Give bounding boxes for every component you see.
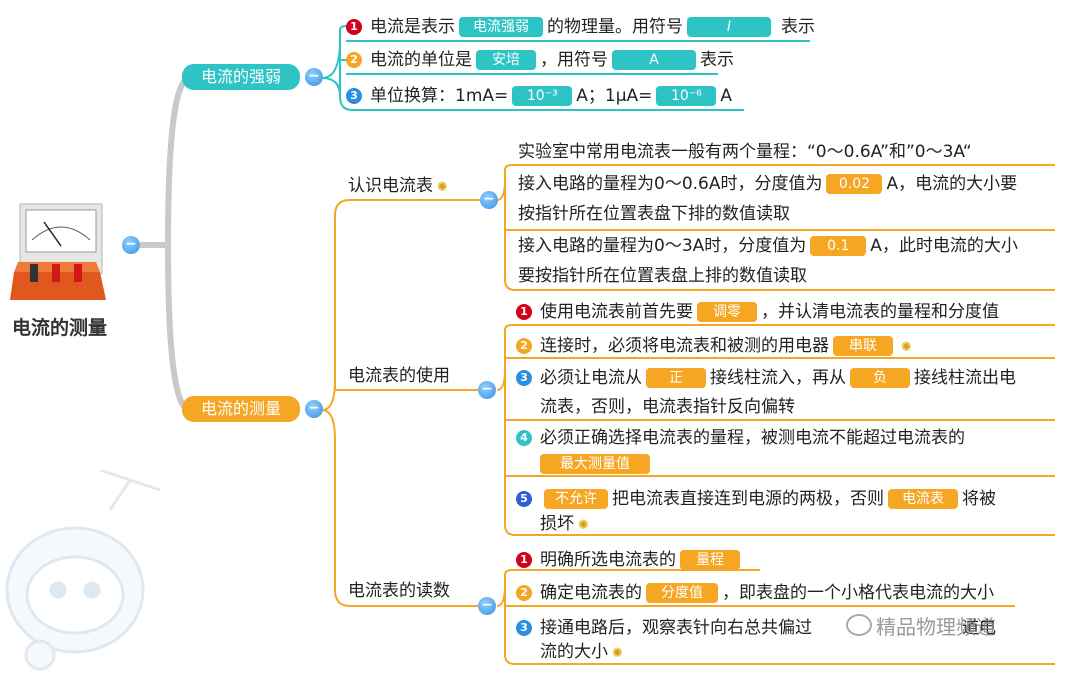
number-badge: 3 [516,370,532,386]
answer-blank: 分度值 [646,583,718,603]
subtopic-know-ammeter-collapse-button[interactable]: − [480,191,498,209]
usage-item-3-line2: 流表，否则，电流表指针反向偏转 [540,397,795,417]
subtopic-know-ammeter[interactable]: 认识电流表✺ [348,174,448,200]
lightbulb-icon: ✺ [612,646,623,661]
subtopic-ammeter-reading[interactable]: 电流表的读数 [348,581,450,601]
small-range-note-line2: 按指针所在位置表盘下排的数值读取 [518,204,790,224]
answer-blank: 量程 [680,550,740,570]
answer-blank: 负 [850,368,910,388]
lightbulb-icon: ✺ [901,340,912,355]
branch-current-measurement-collapse-button[interactable]: − [305,400,323,418]
lightbulb-icon: ✺ [578,518,589,533]
large-range-note-line2: 要按指针所在位置表盘上排的数值读取 [518,266,807,286]
answer-blank: 正 [646,368,706,388]
underline [346,73,718,75]
answer-blank: 10⁻³ [512,86,573,106]
number-badge: 1 [516,304,532,320]
number-badge: 1 [346,19,362,35]
answer-blank: 电流表 [888,489,958,509]
number-badge: 1 [516,552,532,568]
number-badge: 2 [516,338,532,354]
branch-current-strength[interactable]: 电流的强弱 [182,64,300,90]
root-collapse-button[interactable]: − [122,236,140,254]
answer-blank: 0.1 [810,236,867,256]
robot-mascot-illustration [5,470,161,671]
reading-item-3-line2: 流的大小✺ [540,640,623,666]
underline [346,40,810,42]
branch-current-strength-collapse-button[interactable]: − [305,68,323,86]
number-badge: 3 [516,620,532,636]
answer-blank: 10⁻⁶ [656,86,717,106]
number-badge: 5 [516,491,532,507]
answer-blank: A [612,50,696,70]
number-badge: 4 [516,430,532,446]
usage-item-5-line2: 损坏✺ [540,512,589,538]
ammeter-illustration [10,203,106,300]
number-badge: 2 [346,52,362,68]
ammeter-ranges-note: 实验室中常用电流表一般有两个量程：“0～0.6A”和”0～3A“ [518,142,972,162]
number-badge: 3 [346,88,362,104]
underline [352,109,744,111]
answer-blank: 0.02 [826,174,883,194]
answer-blank: 调零 [697,302,757,322]
wechat-icon [846,614,872,636]
subtopic-ammeter-usage[interactable]: 电流表的使用 [348,366,450,386]
answer-blank: 不允许 [544,489,608,509]
answer-blank: I [687,17,771,37]
usage-item-4-line2: 最大测量值 [536,452,654,476]
answer-blank: 电流强弱 [459,17,543,37]
subtopic-ammeter-reading-collapse-button[interactable]: − [478,597,496,615]
branch-current-measurement[interactable]: 电流的测量 [182,396,300,422]
lightbulb-icon: ✺ [437,180,448,195]
number-badge: 2 [516,585,532,601]
root-node-label: 电流的测量 [12,317,108,339]
subtopic-ammeter-usage-collapse-button[interactable]: − [478,381,496,399]
watermark-text: 精品物理频道 [846,614,996,639]
answer-blank: 串联 [833,336,893,356]
answer-blank: 安培 [476,50,536,70]
answer-blank: 最大测量值 [540,454,650,474]
